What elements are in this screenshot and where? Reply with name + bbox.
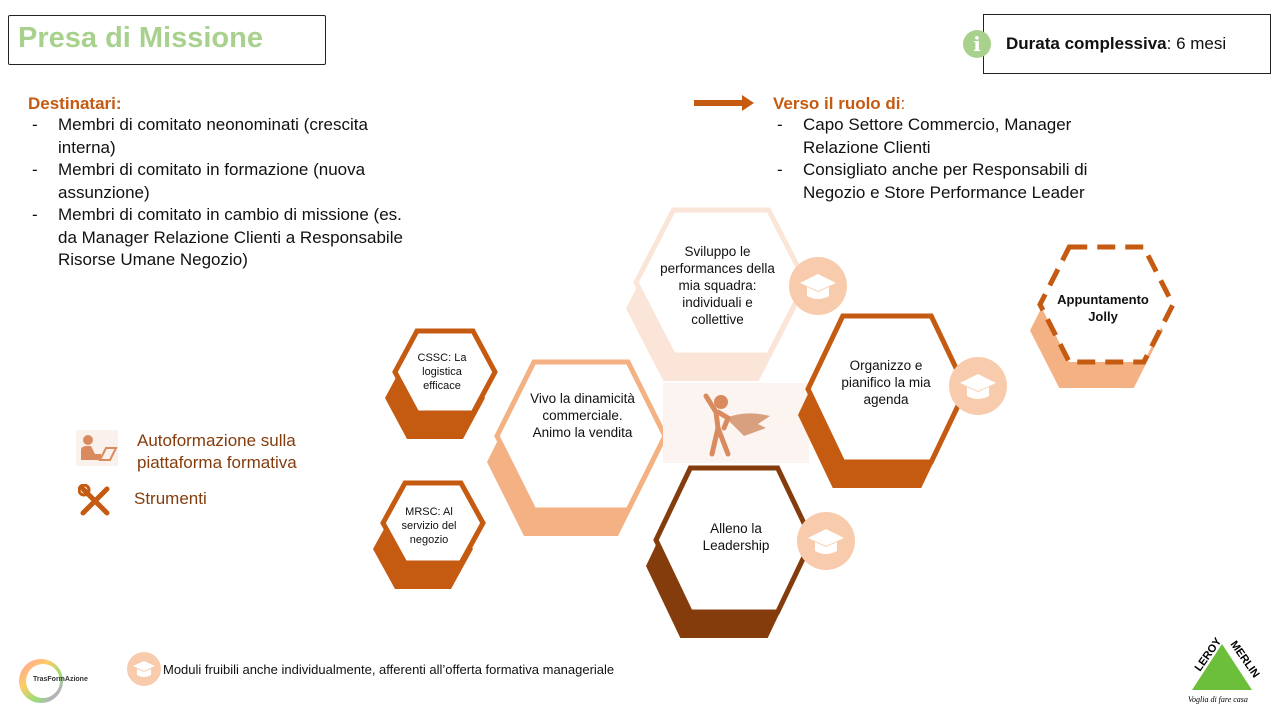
arrow-icon bbox=[694, 95, 754, 111]
graduation-cap-glyph bbox=[800, 274, 836, 299]
jolly-hex bbox=[1037, 244, 1176, 365]
duration-label: Durata complessiva bbox=[1006, 34, 1167, 53]
list-item: Membri di comitato in cambio di missione… bbox=[28, 204, 418, 272]
cssc-hex bbox=[392, 328, 498, 416]
duration: Durata complessiva: 6 mesi bbox=[1006, 34, 1226, 54]
vivo-hex bbox=[494, 359, 668, 513]
page-title: Presa di Missione bbox=[18, 22, 263, 54]
list-item: Capo Settore Commercio, Manager Relazion… bbox=[773, 114, 1123, 159]
info-icon: i bbox=[963, 30, 991, 58]
mrsc-hex bbox=[380, 480, 486, 566]
graduation-cap-icon bbox=[127, 652, 161, 686]
module-mrsc: MRSC: Al servizio del negozio bbox=[401, 506, 457, 546]
module-alleno: Alleno la Leadership bbox=[702, 521, 770, 553]
footer-note: Moduli fruibili anche individualmente, a… bbox=[163, 662, 615, 677]
tools-icon bbox=[78, 484, 110, 516]
module-cssc: CSSC: La logistica efficace bbox=[417, 352, 467, 392]
list-item: Membri di comitato neonominati (crescita… bbox=[28, 114, 418, 159]
alleno-hex bbox=[653, 465, 815, 615]
trasformazione-logo-text: TrasFormAzione bbox=[33, 676, 88, 683]
list-item: Membri di comitato in formazione (nuova … bbox=[28, 159, 418, 204]
svg-text:Voglia di fare casa: Voglia di fare casa bbox=[1188, 695, 1248, 704]
module-sviluppo: Sviluppo le performances della mia squad… bbox=[660, 244, 775, 327]
ruolo-list: Capo Settore Commercio, Manager Relazion… bbox=[773, 114, 1123, 204]
sviluppo-hex bbox=[633, 207, 809, 358]
destinatari-list: Membri di comitato neonominati (crescita… bbox=[28, 114, 418, 272]
graduation-cap-glyph bbox=[960, 374, 996, 399]
hero-icon bbox=[703, 393, 770, 457]
legend-strumenti: Strumenti bbox=[134, 489, 207, 508]
graduation-cap-glyph bbox=[808, 529, 844, 554]
organizzo-hex bbox=[805, 313, 969, 465]
module-organizzo: Organizzo e pianifico la mia agenda bbox=[841, 358, 931, 407]
trasformazione-logo bbox=[19, 659, 63, 703]
duration-value: : 6 mesi bbox=[1166, 34, 1227, 53]
module-vivo: Vivo la dinamicità commerciale. Animo la… bbox=[530, 391, 635, 440]
title-box bbox=[8, 15, 326, 65]
list-item: Consigliato anche per Responsabili di Ne… bbox=[773, 159, 1123, 204]
destinatari-heading: Destinatari: bbox=[28, 94, 122, 113]
ruolo-heading: Verso il ruolo di: bbox=[773, 94, 906, 113]
legend-autoformazione: Autoformazione sulla piattaforma formati… bbox=[137, 431, 297, 472]
laptop-person-icon bbox=[76, 430, 118, 466]
module-jolly: Appuntamento Jolly bbox=[1057, 292, 1149, 324]
